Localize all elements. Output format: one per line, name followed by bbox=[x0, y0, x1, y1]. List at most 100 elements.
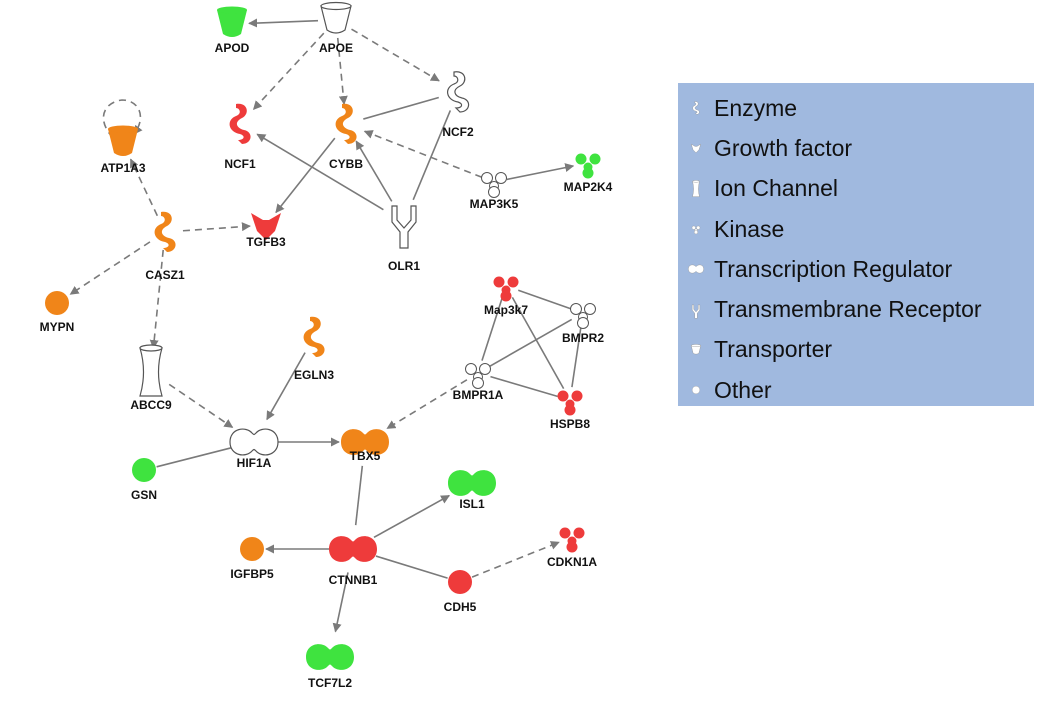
kinase-icon bbox=[575, 153, 601, 179]
tf-icon bbox=[448, 470, 496, 496]
legend-label: Other bbox=[714, 376, 772, 403]
kinase-icon bbox=[481, 172, 507, 198]
node-cdkn1a[interactable]: CDKN1A bbox=[547, 527, 597, 570]
edge-Map3k7-BMPR1A bbox=[481, 298, 503, 361]
edge-CASZ1-MYPN bbox=[69, 241, 151, 295]
node-label: BMPR2 bbox=[562, 331, 604, 345]
edge-OLR1-CYBB bbox=[355, 140, 393, 202]
node-map3k5[interactable]: MAP3K5 bbox=[470, 172, 519, 212]
edge-NCF2-OLR1 bbox=[412, 110, 452, 201]
edge-CYBB-TGFB3 bbox=[275, 137, 336, 214]
node-gsn[interactable]: GSN bbox=[131, 458, 157, 502]
edge-ATP1A3-ATP1A3 bbox=[102, 99, 143, 139]
node-label: MAP3K5 bbox=[470, 197, 519, 211]
node-tbx5[interactable]: TBX5 bbox=[341, 429, 389, 463]
node-isl1[interactable]: ISL1 bbox=[448, 470, 496, 511]
legend-item-ion: Ion Channel bbox=[678, 169, 1034, 209]
node-label: NCF2 bbox=[442, 125, 474, 139]
edge-OLR1-NCF1 bbox=[256, 133, 384, 211]
legend-label: Kinase bbox=[714, 215, 785, 242]
node-apoe[interactable]: APOE bbox=[319, 1, 353, 56]
tf-icon bbox=[329, 536, 377, 562]
node-ncf1[interactable]: NCF1 bbox=[224, 103, 256, 171]
node-ctnnb1[interactable]: CTNNB1 bbox=[329, 536, 378, 587]
edge-APOE-NCF2 bbox=[351, 28, 440, 82]
legend-item-transporter: Transporter bbox=[678, 330, 1034, 370]
enzyme-icon bbox=[447, 71, 470, 113]
edge-CASZ1-ATP1A3 bbox=[129, 158, 159, 217]
kinase-icon bbox=[557, 390, 583, 416]
edge-BMPR2-HSPB8 bbox=[571, 325, 582, 388]
tf-icon bbox=[341, 429, 389, 455]
node-cdh5[interactable]: CDH5 bbox=[444, 570, 477, 614]
node-ncf2[interactable]: NCF2 bbox=[442, 71, 474, 139]
other-icon bbox=[132, 458, 156, 482]
node-apod[interactable]: APOD bbox=[215, 6, 250, 56]
legend-item-other: Other bbox=[678, 370, 1034, 410]
node-label: EGLN3 bbox=[294, 368, 334, 382]
node-label: ISL1 bbox=[459, 497, 485, 511]
kinase-icon bbox=[465, 363, 491, 389]
edge-MAP3K5-MAP2K4 bbox=[506, 163, 575, 181]
kinase-icon bbox=[682, 217, 710, 241]
node-casz1[interactable]: CASZ1 bbox=[145, 211, 185, 282]
node-egln3[interactable]: EGLN3 bbox=[294, 316, 334, 382]
node-label: Map3k7 bbox=[484, 303, 528, 317]
edge-BMPR1A-HSPB8 bbox=[490, 375, 558, 398]
enzyme-icon bbox=[154, 211, 176, 252]
enzyme-icon bbox=[335, 103, 357, 144]
node-label: CYBB bbox=[329, 157, 363, 171]
node-map3k7[interactable]: Map3k7 bbox=[484, 276, 528, 318]
node-label: APOD bbox=[215, 41, 250, 55]
receptor-icon bbox=[391, 205, 417, 249]
legend-label: Growth factor bbox=[714, 134, 853, 161]
node-label: HSPB8 bbox=[550, 417, 590, 431]
node-label: IGFBP5 bbox=[230, 567, 274, 581]
growth-icon bbox=[251, 213, 281, 240]
node-olr1[interactable]: OLR1 bbox=[388, 205, 420, 273]
edge-EGLN3-HIF1A bbox=[266, 352, 306, 421]
tf-icon bbox=[306, 644, 354, 670]
edge-Map3k7-HSPB8 bbox=[511, 296, 565, 390]
node-hif1a[interactable]: HIF1A bbox=[229, 428, 279, 470]
node-label: NCF1 bbox=[224, 157, 256, 171]
node-igfbp5[interactable]: IGFBP5 bbox=[230, 537, 274, 581]
node-label: CDH5 bbox=[444, 600, 477, 614]
legend-item-enzyme: Enzyme bbox=[678, 88, 1034, 128]
legend-label: Transcription Regulator bbox=[714, 255, 953, 282]
edge-CTNNB1-TCF7L2 bbox=[332, 572, 349, 633]
edge-CASZ1-ABCC9 bbox=[149, 249, 165, 350]
edge-BMPR2-BMPR1A bbox=[488, 318, 573, 368]
other-icon bbox=[448, 570, 472, 594]
node-map2k4[interactable]: MAP2K4 bbox=[564, 153, 613, 195]
node-bmpr1a[interactable]: BMPR1A bbox=[453, 363, 504, 403]
legend-label: Ion Channel bbox=[714, 175, 839, 202]
node-tgfb3[interactable]: TGFB3 bbox=[246, 213, 286, 249]
node-label: ATP1A3 bbox=[100, 161, 145, 175]
node-atp1a3[interactable]: ATP1A3 bbox=[100, 125, 146, 176]
node-label: MYPN bbox=[40, 320, 75, 334]
tf-icon bbox=[682, 257, 710, 281]
node-bmpr2[interactable]: BMPR2 bbox=[562, 303, 604, 346]
enzyme-icon bbox=[303, 316, 325, 357]
node-label: GSN bbox=[131, 488, 157, 502]
legend-item-tf: Transcription Regulator bbox=[678, 249, 1034, 289]
transporter-icon bbox=[682, 338, 710, 362]
node-hspb8[interactable]: HSPB8 bbox=[550, 390, 590, 432]
edge-APOE-NCF1 bbox=[252, 32, 325, 110]
node-tcf7l2[interactable]: TCF7L2 bbox=[306, 644, 354, 690]
transporter-icon bbox=[320, 1, 352, 34]
node-cybb[interactable]: CYBB bbox=[329, 103, 363, 171]
node-abcc9[interactable]: ABCC9 bbox=[130, 344, 172, 412]
node-label: ABCC9 bbox=[130, 398, 172, 412]
tf-icon bbox=[229, 428, 279, 456]
ion-icon bbox=[139, 344, 163, 397]
edge-CTNNB1-TBX5 bbox=[354, 465, 364, 526]
node-mypn[interactable]: MYPN bbox=[40, 291, 75, 334]
legend-item-kinase: Kinase bbox=[678, 209, 1034, 249]
edge-CASZ1-TGFB3 bbox=[182, 222, 251, 232]
transporter-icon bbox=[108, 125, 138, 156]
node-label: APOE bbox=[319, 41, 353, 55]
